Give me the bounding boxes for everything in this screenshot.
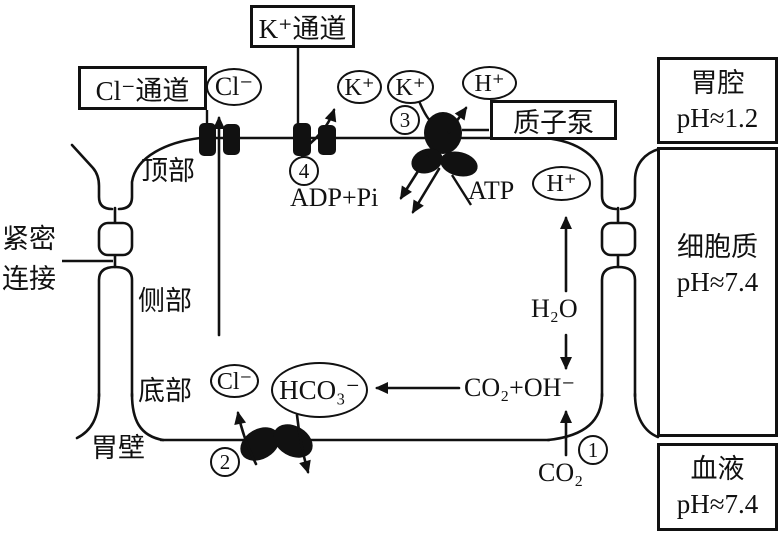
cl-ion-apical: Cl⁻ [206,68,262,106]
apical-region-label: 顶部 [141,156,195,186]
stomach-wall-label: 胃壁 [91,433,145,463]
step-1-marker: 1 [578,435,608,465]
co2-oh-label: CO₂+OH⁻ [464,373,576,402]
leader-lines [62,48,489,263]
cl-ion-basal: Cl⁻ [210,364,259,398]
h2o-label: H₂O [531,294,578,323]
stomach-lumen-box: 胃腔 pH≈1.2 [657,57,778,144]
membrane-outline [70,136,661,442]
k-ion-pump: K⁺ [387,70,434,104]
lateral-region-label: 侧部 [138,286,192,316]
stomach-lumen-ph: pH≈1.2 [676,102,759,133]
k-ion-lumen: K⁺ [337,70,382,104]
tight-junction-label-line1: 紧密 [2,224,56,254]
cytoplasm-ph: pH≈7.4 [676,266,759,297]
proton-pump-label-box: 质子泵 [490,100,617,140]
step-4-marker: 4 [289,156,319,186]
step-2-marker: 2 [210,447,240,477]
blood-box: 血液 pH≈7.4 [657,443,778,531]
co2-label: CO₂ [538,458,584,487]
h-ion-cytoplasm: H⁺ [532,166,591,201]
flow-arrows [213,106,572,474]
cytoplasm-name: 细胞质 [677,232,758,262]
blood-ph: pH≈7.4 [676,489,759,519]
atp-label: ATP [468,176,515,205]
k-channel-label-box: K⁺通道 [250,5,355,48]
blood-name: 血液 [690,454,745,485]
stomach-lumen-name: 胃腔 [690,67,745,98]
tight-junction-shapes [97,221,637,257]
adp-pi-label: ADP+Pi [290,183,379,212]
cytoplasm-box: 细胞质 pH≈7.4 [657,147,778,437]
tight-junction-label-line2: 连接 [2,264,56,294]
hco3-ion: HCO₃⁻ [271,362,368,418]
step-3-marker: 3 [390,105,420,135]
h-ion-lumen: H⁺ [462,66,517,100]
cl-channel-label-box: Cl⁻通道 [78,66,207,110]
basal-region-label: 底部 [138,376,192,406]
